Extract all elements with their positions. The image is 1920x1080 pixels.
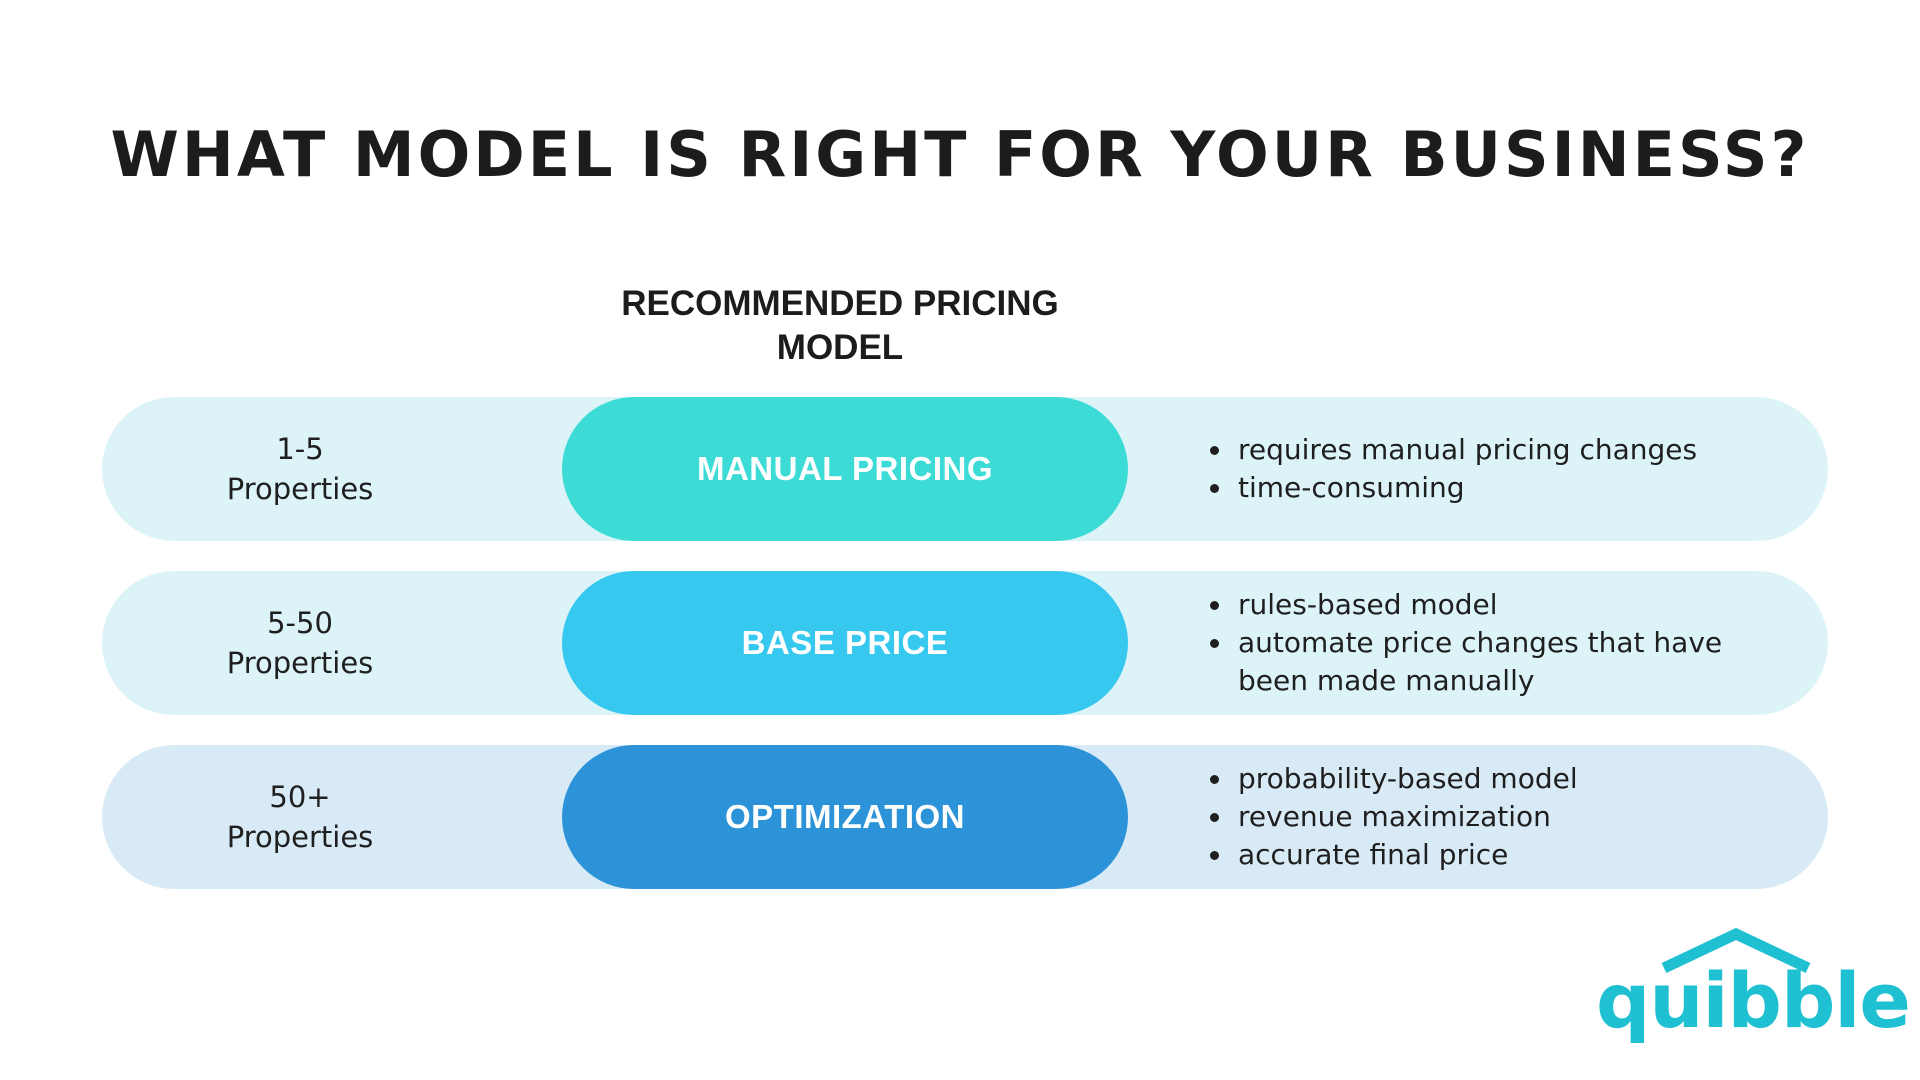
- model-note-item: revenue maximization: [1208, 798, 1788, 836]
- property-count: 5-50 Properties: [102, 571, 498, 715]
- model-pill-optimization: OPTIMIZATION: [562, 745, 1128, 889]
- model-notes: rules-based model automate price changes…: [1208, 571, 1788, 715]
- column-header-line-2: MODEL: [776, 328, 904, 367]
- model-notes: probability-based model revenue maximiza…: [1208, 745, 1788, 889]
- house-roof-stroke: [1661, 927, 1811, 973]
- pricing-row-optimization: 50+ Properties OPTIMIZATION probability-…: [102, 745, 1828, 889]
- model-note-item: probability-based model: [1208, 760, 1788, 798]
- model-note-item: requires manual pricing changes: [1208, 431, 1788, 469]
- property-count-unit: Properties: [226, 472, 374, 506]
- model-note-item: time-consuming: [1208, 469, 1788, 507]
- model-note-item: accurate final price: [1208, 836, 1788, 874]
- property-count: 50+ Properties: [102, 745, 498, 889]
- property-count: 1-5 Properties: [102, 397, 498, 541]
- page-title: WHAT MODEL IS RIGHT FOR YOUR BUSINESS?: [110, 118, 1810, 191]
- model-notes: requires manual pricing changes time-con…: [1208, 397, 1788, 541]
- property-count-range: 1-5: [276, 432, 324, 466]
- pricing-row-manual: 1-5 Properties MANUAL PRICING requires m…: [102, 397, 1828, 541]
- property-count-unit: Properties: [226, 820, 374, 854]
- model-pill-base-price: BASE PRICE: [562, 571, 1128, 715]
- property-count-range: 5-50: [267, 606, 333, 640]
- model-note-item: automate price changes that have been ma…: [1208, 624, 1788, 700]
- logo-wordmark: quibble: [1596, 956, 1911, 1045]
- model-pill-manual-pricing: MANUAL PRICING: [562, 397, 1128, 541]
- column-header: RECOMMENDED PRICING MODEL: [560, 282, 1120, 370]
- quibble-logo: quibble: [1596, 926, 1911, 1056]
- house-roof-icon: [1661, 927, 1811, 973]
- pricing-row-base-price: 5-50 Properties BASE PRICE rules-based m…: [102, 571, 1828, 715]
- property-count-unit: Properties: [226, 646, 374, 680]
- property-count-range: 50+: [269, 780, 331, 814]
- column-header-line-1: RECOMMENDED PRICING: [621, 284, 1059, 323]
- model-note-item: rules-based model: [1208, 586, 1788, 624]
